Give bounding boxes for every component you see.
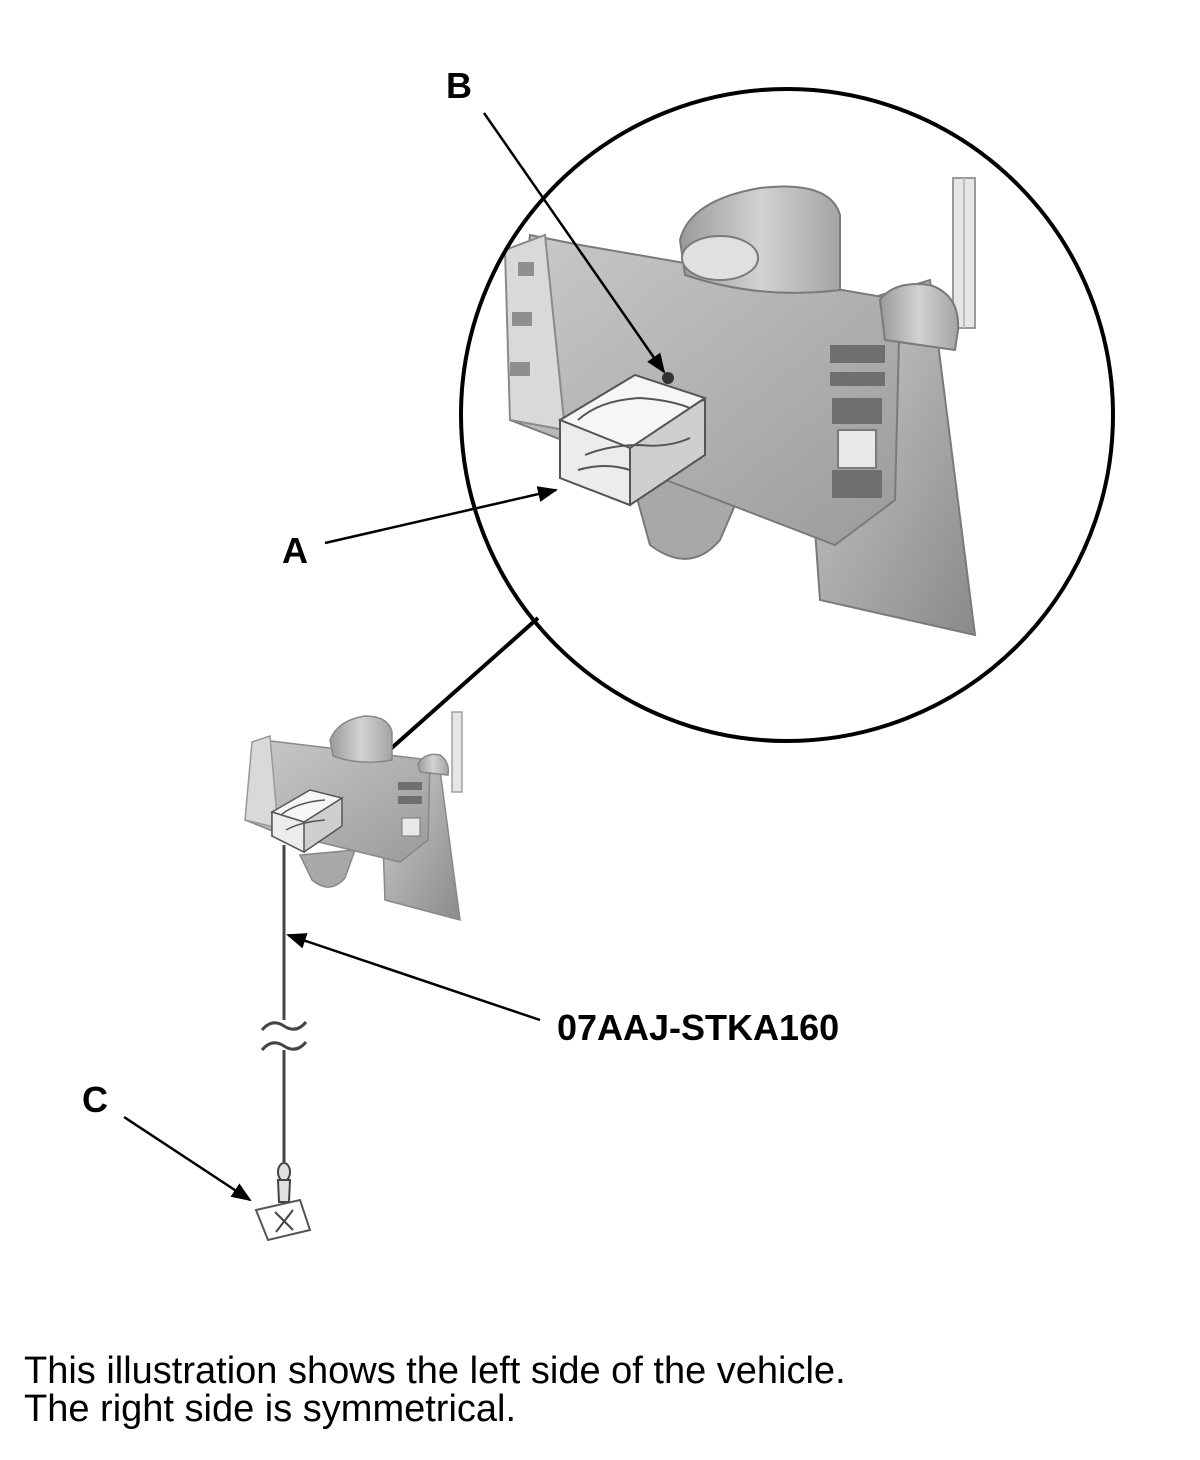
detail-circle-icon [459, 87, 1115, 743]
wire-harness [952, 177, 976, 329]
caption: This illustration shows the left side of… [24, 1352, 846, 1428]
caption-line-2: The right side is symmetrical. [24, 1388, 517, 1430]
bracket-plate [508, 233, 902, 547]
plumb-line-tool [260, 845, 308, 1203]
detail-view [459, 87, 1115, 743]
leader-tool [286, 933, 541, 1022]
leader-a [324, 486, 558, 545]
callout-c: C [82, 1079, 108, 1120]
caption-line-1: This illustration shows the left side of… [24, 1350, 846, 1392]
callout-a: A [282, 530, 308, 571]
callout-b: B [446, 65, 472, 106]
clip-tube-right [878, 283, 960, 352]
leader-c [123, 1115, 252, 1202]
hole-b [662, 372, 674, 384]
overview-bracket [244, 711, 463, 922]
tool-part-number: 07AAJ-STKA160 [557, 1007, 839, 1048]
leader-b [482, 112, 666, 374]
bracket-ribs [830, 345, 885, 498]
sensor-a [557, 372, 708, 507]
floor-mark-x-icon [254, 1198, 312, 1242]
